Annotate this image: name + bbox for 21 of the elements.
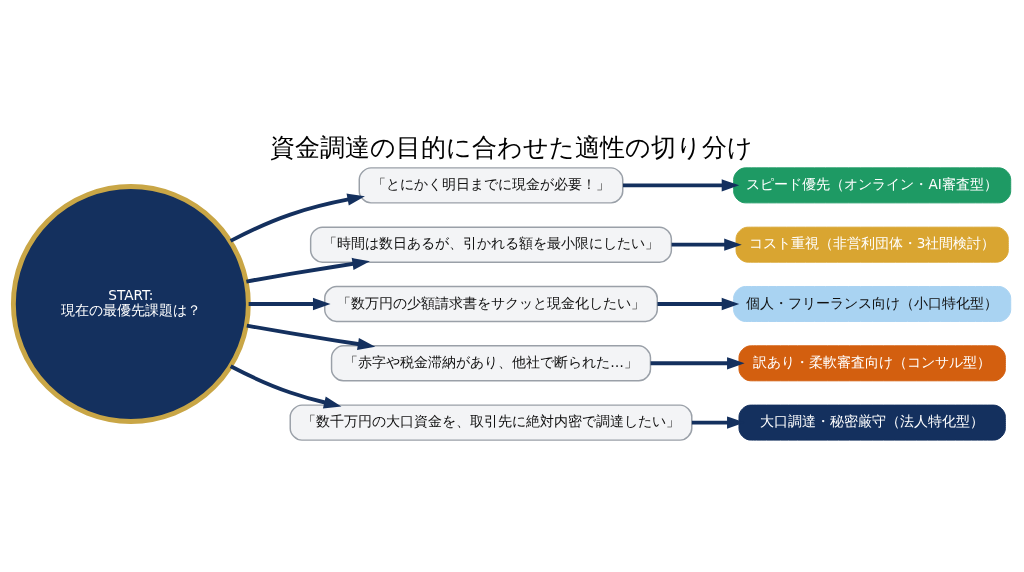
- arrow: [246, 323, 376, 351]
- arrow: [623, 179, 740, 192]
- arrow: [657, 297, 740, 311]
- node-box: 「赤字や税金滞納があり、他社で断られた…」: [330, 345, 652, 382]
- node-box: コスト重視（非営利団体・3社間検討）: [735, 226, 1009, 263]
- arrow: [229, 364, 342, 409]
- arrow: [650, 357, 745, 370]
- arrow: [229, 193, 365, 243]
- node-box: 「時間は数日あるが、引かれる額を最小限にしたい」: [309, 226, 673, 263]
- arrow: [248, 297, 331, 311]
- node-box: 「数万円の少額請求書をサクッと現金化したい」: [324, 285, 658, 323]
- arrow: [246, 257, 370, 284]
- arrow: [671, 238, 742, 251]
- node-box: 「とにかく明日までに現金が必要！」: [358, 167, 624, 204]
- node-box: スピード優先（オンライン・AI審査型）: [733, 167, 1012, 204]
- node-box: 個人・フリーランス向け（小口特化型）: [733, 286, 1012, 322]
- node-box: 大口調達・秘密厳守（法人特化型）: [738, 404, 1006, 441]
- diagram-title: 資金調達の目的に合わせた適性の切り分け: [270, 133, 754, 162]
- node-box: 訳あり・柔軟審査向け（コンサル型）: [738, 345, 1006, 382]
- node-circle: START: 現在の最優先課題は？: [10, 184, 251, 424]
- node-box: 「数千万円の大口資金を、取引先に絶対内密で調達したい」: [289, 404, 693, 441]
